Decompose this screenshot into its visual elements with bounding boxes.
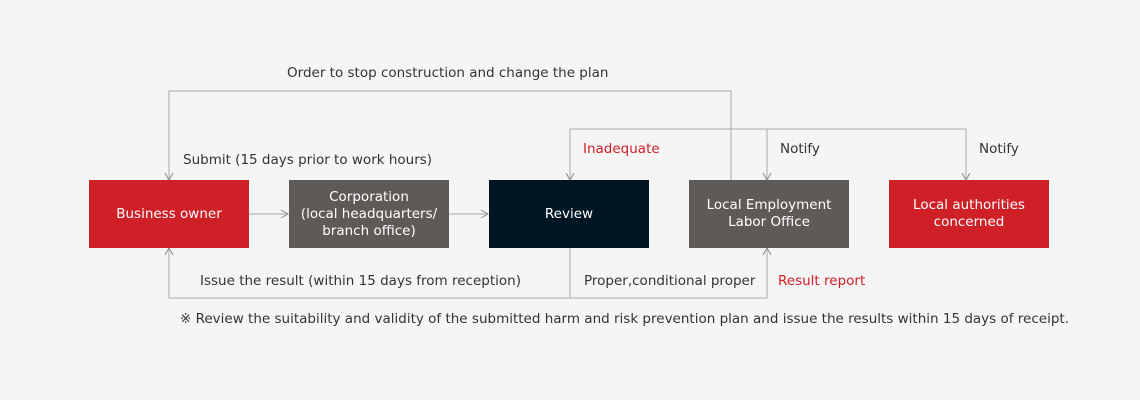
notify-authorities-label: Notify bbox=[979, 141, 1019, 157]
proper-label: Proper,conditional proper bbox=[584, 273, 756, 289]
labor-office-node: Local Employment Labor Office bbox=[689, 180, 849, 248]
notify-authorities-connector bbox=[767, 128, 971, 182]
business-owner-node: Business owner bbox=[89, 180, 249, 248]
review-label: Review bbox=[544, 205, 594, 222]
notify-labor-label: Notify bbox=[780, 141, 820, 157]
order-stop-label: Order to stop construction and change th… bbox=[287, 65, 609, 81]
issue-result-connector bbox=[164, 246, 571, 299]
review-node: Review bbox=[489, 180, 649, 248]
issue-result-label: Issue the result (within 15 days from re… bbox=[200, 273, 521, 289]
inadequate-label: Inadequate bbox=[583, 141, 660, 157]
result-report-connector bbox=[570, 246, 772, 299]
submit-label: Submit (15 days prior to work hours) bbox=[183, 152, 433, 168]
local-authorities-node: Local authorities concerned bbox=[889, 180, 1049, 248]
corporation-node: Corporation (local headquarters/ branch … bbox=[289, 180, 449, 248]
order-stop-connector bbox=[164, 90, 732, 182]
local-authorities-label: Local authorities concerned bbox=[913, 197, 1025, 230]
business-owner-label: Business owner bbox=[116, 205, 222, 222]
footnote: ※ Review the suitability and validity of… bbox=[180, 311, 1069, 327]
result-report-label: Result report bbox=[778, 273, 866, 289]
inadequate-connector bbox=[565, 128, 767, 182]
labor-office-label: Local Employment Labor Office bbox=[706, 197, 832, 230]
corporation-label: Corporation (local headquarters/ branch … bbox=[300, 188, 438, 239]
